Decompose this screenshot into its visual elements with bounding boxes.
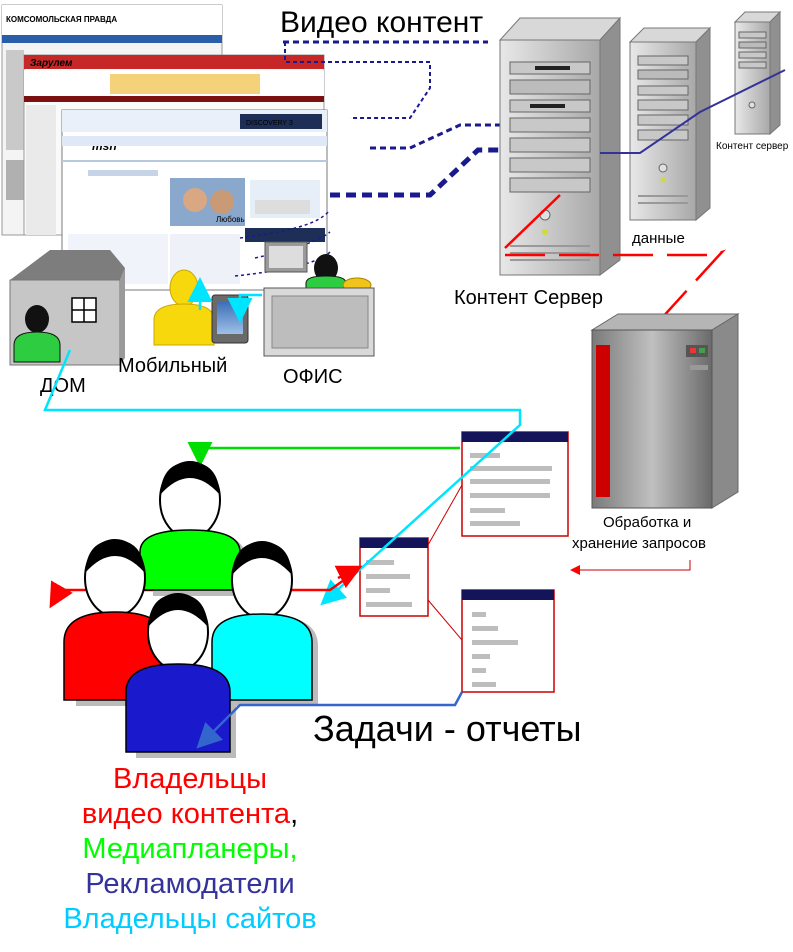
label-content-server-big: Контент Сервер (454, 287, 603, 309)
people-group (63, 461, 318, 758)
legend-line-3: Медиапланеры, (0, 832, 380, 867)
red-arrowhead (334, 565, 363, 589)
blue-arrow (196, 691, 464, 749)
legend-text-3: Медиапланеры, (82, 833, 298, 865)
label-mobile: Мобильный (118, 355, 227, 377)
legend-line-2: видео контента, (0, 797, 380, 832)
label-content-server-small: Контент сервер (716, 141, 789, 152)
label-home: ДОМ (40, 375, 86, 397)
report-window-3 (461, 589, 555, 693)
report-window-1 (461, 431, 569, 537)
legend-text-2: видео контента (81, 798, 291, 830)
zarulem-logo: Зарулем (30, 58, 73, 69)
red-connectors (427, 484, 691, 641)
kp-logo: КОМСОМОЛЬСКАЯ ПРАВДА (6, 15, 117, 24)
cyan-arrows (43, 277, 522, 606)
server-link (600, 69, 786, 154)
legend-line-1: Владельцы (0, 762, 380, 797)
legend: Владельцы видео контента, Медиапланеры, … (0, 762, 380, 937)
content-server-small (733, 10, 782, 136)
legend-line-5: Владельцы сайтов (0, 902, 380, 937)
legend-line-4: Рекламодатели (0, 867, 380, 902)
data-server (628, 26, 712, 222)
green-arrow (187, 442, 460, 467)
house (9, 250, 125, 366)
processing-server (590, 313, 740, 509)
label-office: ОФИС (283, 366, 343, 388)
label-processing-2: хранение запросов (572, 535, 706, 552)
msn-ad-text: Любовь (216, 215, 245, 224)
title: Видео контент (280, 6, 483, 39)
label-tasks-reports: Задачи - отчеты (313, 708, 582, 749)
report-window-2 (359, 537, 429, 617)
banner-discovery: DISCOVERY 3 (246, 120, 293, 127)
dashed-links (234, 42, 500, 277)
label-data-server: данные (632, 230, 685, 247)
red-dash-a (504, 194, 561, 249)
legend-text-1: Владельцы (113, 763, 267, 795)
legend-text-5: Владельцы сайтов (63, 903, 317, 935)
label-processing-1: Обработка и (603, 514, 691, 531)
legend-suffix-2: , (290, 798, 299, 830)
legend-text-4: Рекламодатели (85, 868, 295, 900)
office (263, 241, 375, 357)
